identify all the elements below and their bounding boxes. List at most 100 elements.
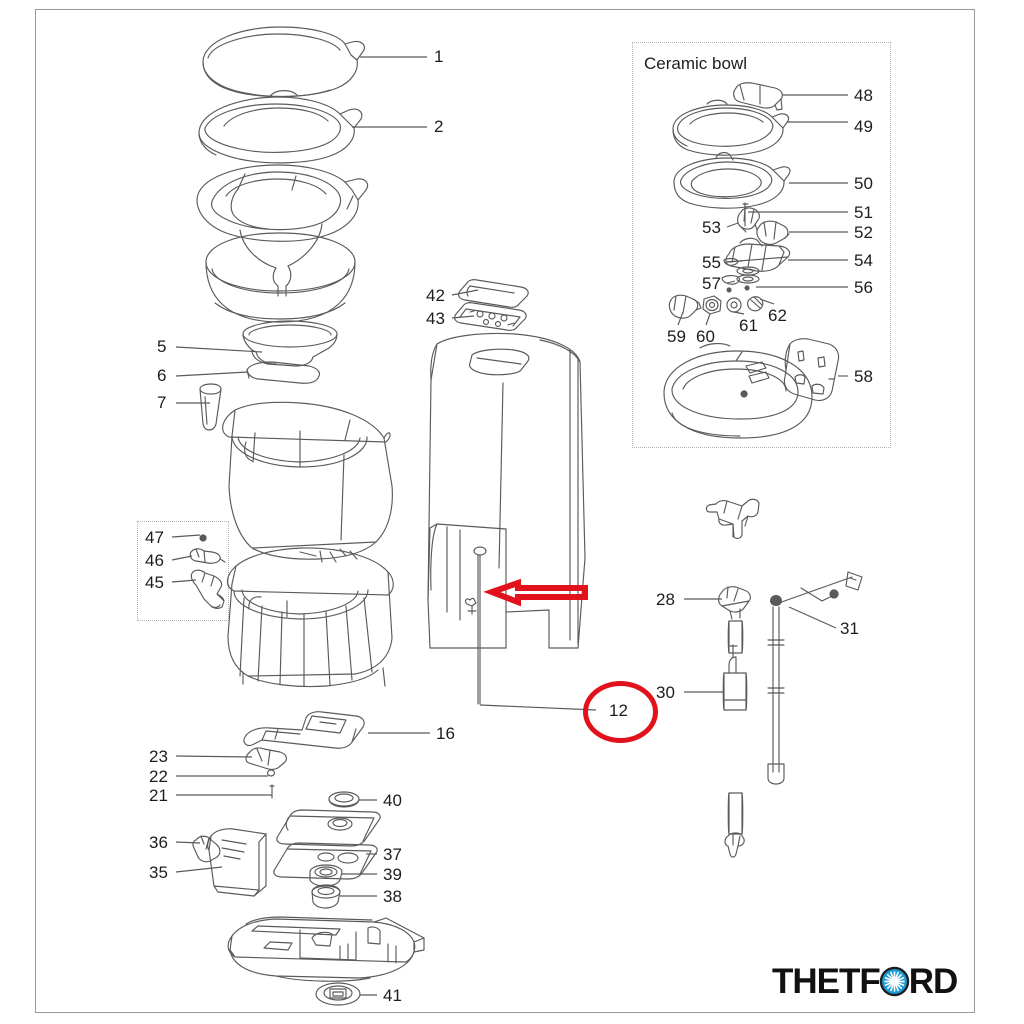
part-53-knob: [737, 202, 760, 233]
part-40-seal: [328, 791, 360, 808]
callout-38: 38: [383, 887, 402, 906]
callout-47: 47: [145, 528, 164, 547]
part-lower-tank: [226, 547, 394, 688]
part-39-gasket: [309, 864, 343, 887]
part-upper-shroud: [222, 401, 393, 560]
callout-55: 55: [702, 253, 721, 272]
callout-59: 59: [667, 327, 686, 346]
callout-45: 45: [145, 573, 164, 592]
callout-46: 46: [145, 551, 164, 570]
part-front-cover: [427, 332, 586, 649]
part-46-nozzle: [189, 548, 226, 564]
callout-40: 40: [383, 791, 402, 810]
part-57-washer: [721, 275, 740, 293]
callout-7: 7: [157, 393, 167, 412]
callout-57: 57: [702, 274, 721, 293]
highlight-circle-part-12: [583, 681, 658, 743]
callout-1: 1: [434, 47, 444, 66]
callout-54: 54: [854, 251, 873, 270]
callout-53: 53: [702, 218, 721, 237]
part-12-rod: [465, 546, 487, 705]
part-62-screw: [747, 296, 764, 312]
callout-37: 37: [383, 845, 402, 864]
callout-43: 43: [426, 309, 445, 328]
callout-62: 62: [768, 306, 787, 325]
callout-16: 16: [436, 724, 455, 743]
ceramic-bowl-panel: [632, 42, 891, 448]
part-55-clip: [723, 257, 739, 266]
callout-41: 41: [383, 986, 402, 1005]
callout-6: 6: [157, 366, 167, 385]
callout-61: 61: [739, 316, 758, 335]
callout-52: 52: [854, 223, 873, 242]
part-50-seat: [673, 152, 791, 209]
part-36-latch: [192, 835, 221, 863]
part-hose-upper: [727, 620, 744, 654]
part-nozzle-bottom: [724, 832, 745, 858]
callout-21: 21: [149, 786, 168, 805]
callout-35: 35: [149, 863, 168, 882]
callout-60: 60: [696, 327, 715, 346]
callout-49: 49: [854, 117, 873, 136]
part-16-baseplate: [243, 711, 365, 749]
part-lid: [202, 26, 365, 98]
small-parts-panel: [137, 521, 229, 621]
part-31-level-sensor: [767, 571, 863, 785]
part-seat-ring: [198, 90, 363, 164]
part-37-lid-plate: [276, 809, 381, 847]
callout-36: 36: [149, 833, 168, 852]
part-47-screw: [199, 534, 207, 542]
callout-48: 48: [854, 86, 873, 105]
callout-31: 31: [840, 619, 859, 638]
part-60-nut: [702, 295, 722, 315]
part-37b-plate: [273, 842, 378, 880]
part-56-oring: [736, 266, 760, 291]
part-ceramic-bowl: [663, 342, 813, 439]
part-45-valve: [190, 569, 225, 609]
part-hose-lower: [727, 792, 744, 835]
callout-30: 30: [656, 683, 675, 702]
part-waste-tank-bowl: [205, 232, 356, 323]
logo-text-right: RD: [908, 961, 959, 1001]
starburst-o-icon: [879, 966, 910, 997]
part-6-wiper: [246, 361, 321, 384]
part-59-bushing: [668, 294, 702, 319]
ceramic-bowl-panel-title: Ceramic bowl: [644, 54, 747, 73]
part-bowl-upper: [196, 164, 369, 297]
part-42-cover: [458, 279, 529, 308]
callout-56: 56: [854, 278, 873, 297]
thetford-logo: THETF RD: [772, 961, 959, 1001]
part-52-lever: [756, 220, 790, 245]
callout-50: 50: [854, 174, 873, 193]
part-35-shield: [207, 828, 267, 897]
red-highlight-arrow: [483, 578, 588, 607]
part-5-blade-seal: [242, 320, 338, 367]
callout-22: 22: [149, 767, 168, 786]
part-bracket-top: [705, 498, 760, 539]
callout-5: 5: [157, 337, 167, 356]
part-7-cone: [199, 383, 222, 431]
part-38-cap: [311, 884, 341, 909]
callout-42: 42: [426, 286, 445, 305]
leader-lines: [171, 56, 848, 996]
callout-28: 28: [656, 590, 675, 609]
part-58-backplate: [783, 338, 840, 402]
part-30-pump: [722, 644, 748, 711]
callout-23: 23: [149, 747, 168, 766]
part-41-drain-cap: [315, 982, 361, 1006]
part-49-lid: [672, 99, 790, 156]
logo-text-left: THETF: [772, 961, 881, 1001]
part-base-tray: [227, 916, 425, 982]
diagram-frame: [35, 9, 975, 1013]
callout-39: 39: [383, 865, 402, 884]
callout-51: 51: [854, 203, 873, 222]
part-43-pcb: [454, 302, 527, 331]
callout-2: 2: [434, 117, 444, 136]
part-61-washer2: [726, 297, 742, 313]
part-48-hinge-cover: [733, 82, 783, 111]
part-21-pin: [269, 784, 275, 799]
callout-58: 58: [854, 367, 873, 386]
part-22-oring: [266, 769, 276, 777]
